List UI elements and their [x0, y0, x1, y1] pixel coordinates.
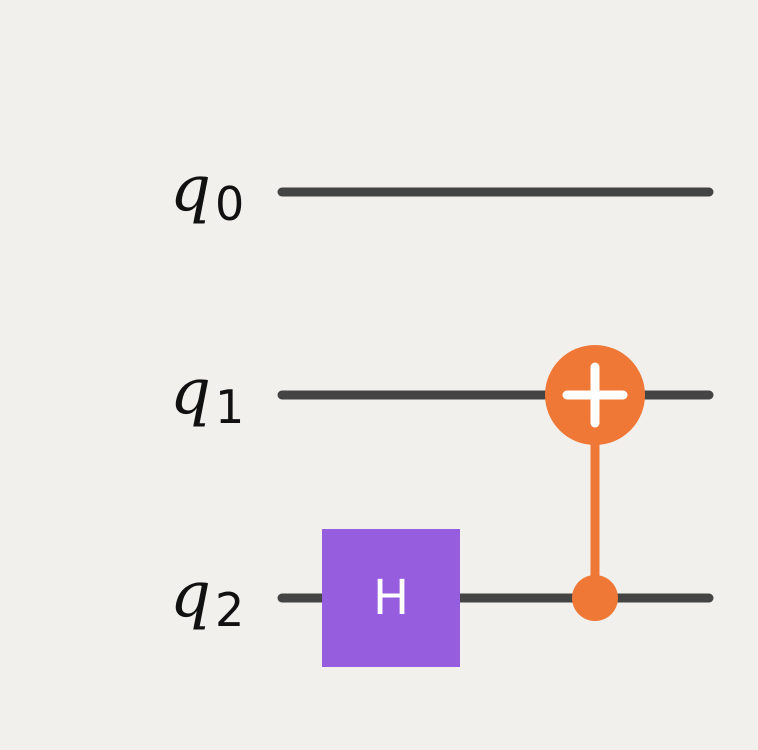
cnot-control-dot: [572, 575, 618, 621]
qubit-label-q1-index: 1: [215, 380, 244, 434]
hadamard-gate: H: [322, 529, 460, 667]
qubit-label-q2-base: q: [170, 558, 211, 632]
cnot-gate: [545, 345, 645, 621]
qubit-label-q1-base: q: [170, 355, 211, 429]
qubit-label-q2-index: 2: [215, 583, 244, 637]
qubit-labels: q0 q1 q2: [170, 152, 244, 637]
qubit-label-q2: q2: [170, 558, 244, 637]
qubit-label-q0-base: q: [170, 152, 211, 226]
qubit-label-q0: q0: [170, 152, 244, 231]
hadamard-gate-box: [322, 529, 460, 667]
qubit-label-q0-index: 0: [215, 177, 244, 231]
hadamard-gate-label: H: [373, 570, 409, 626]
plus-icon: [562, 362, 628, 428]
qubit-label-q1: q1: [170, 355, 244, 434]
